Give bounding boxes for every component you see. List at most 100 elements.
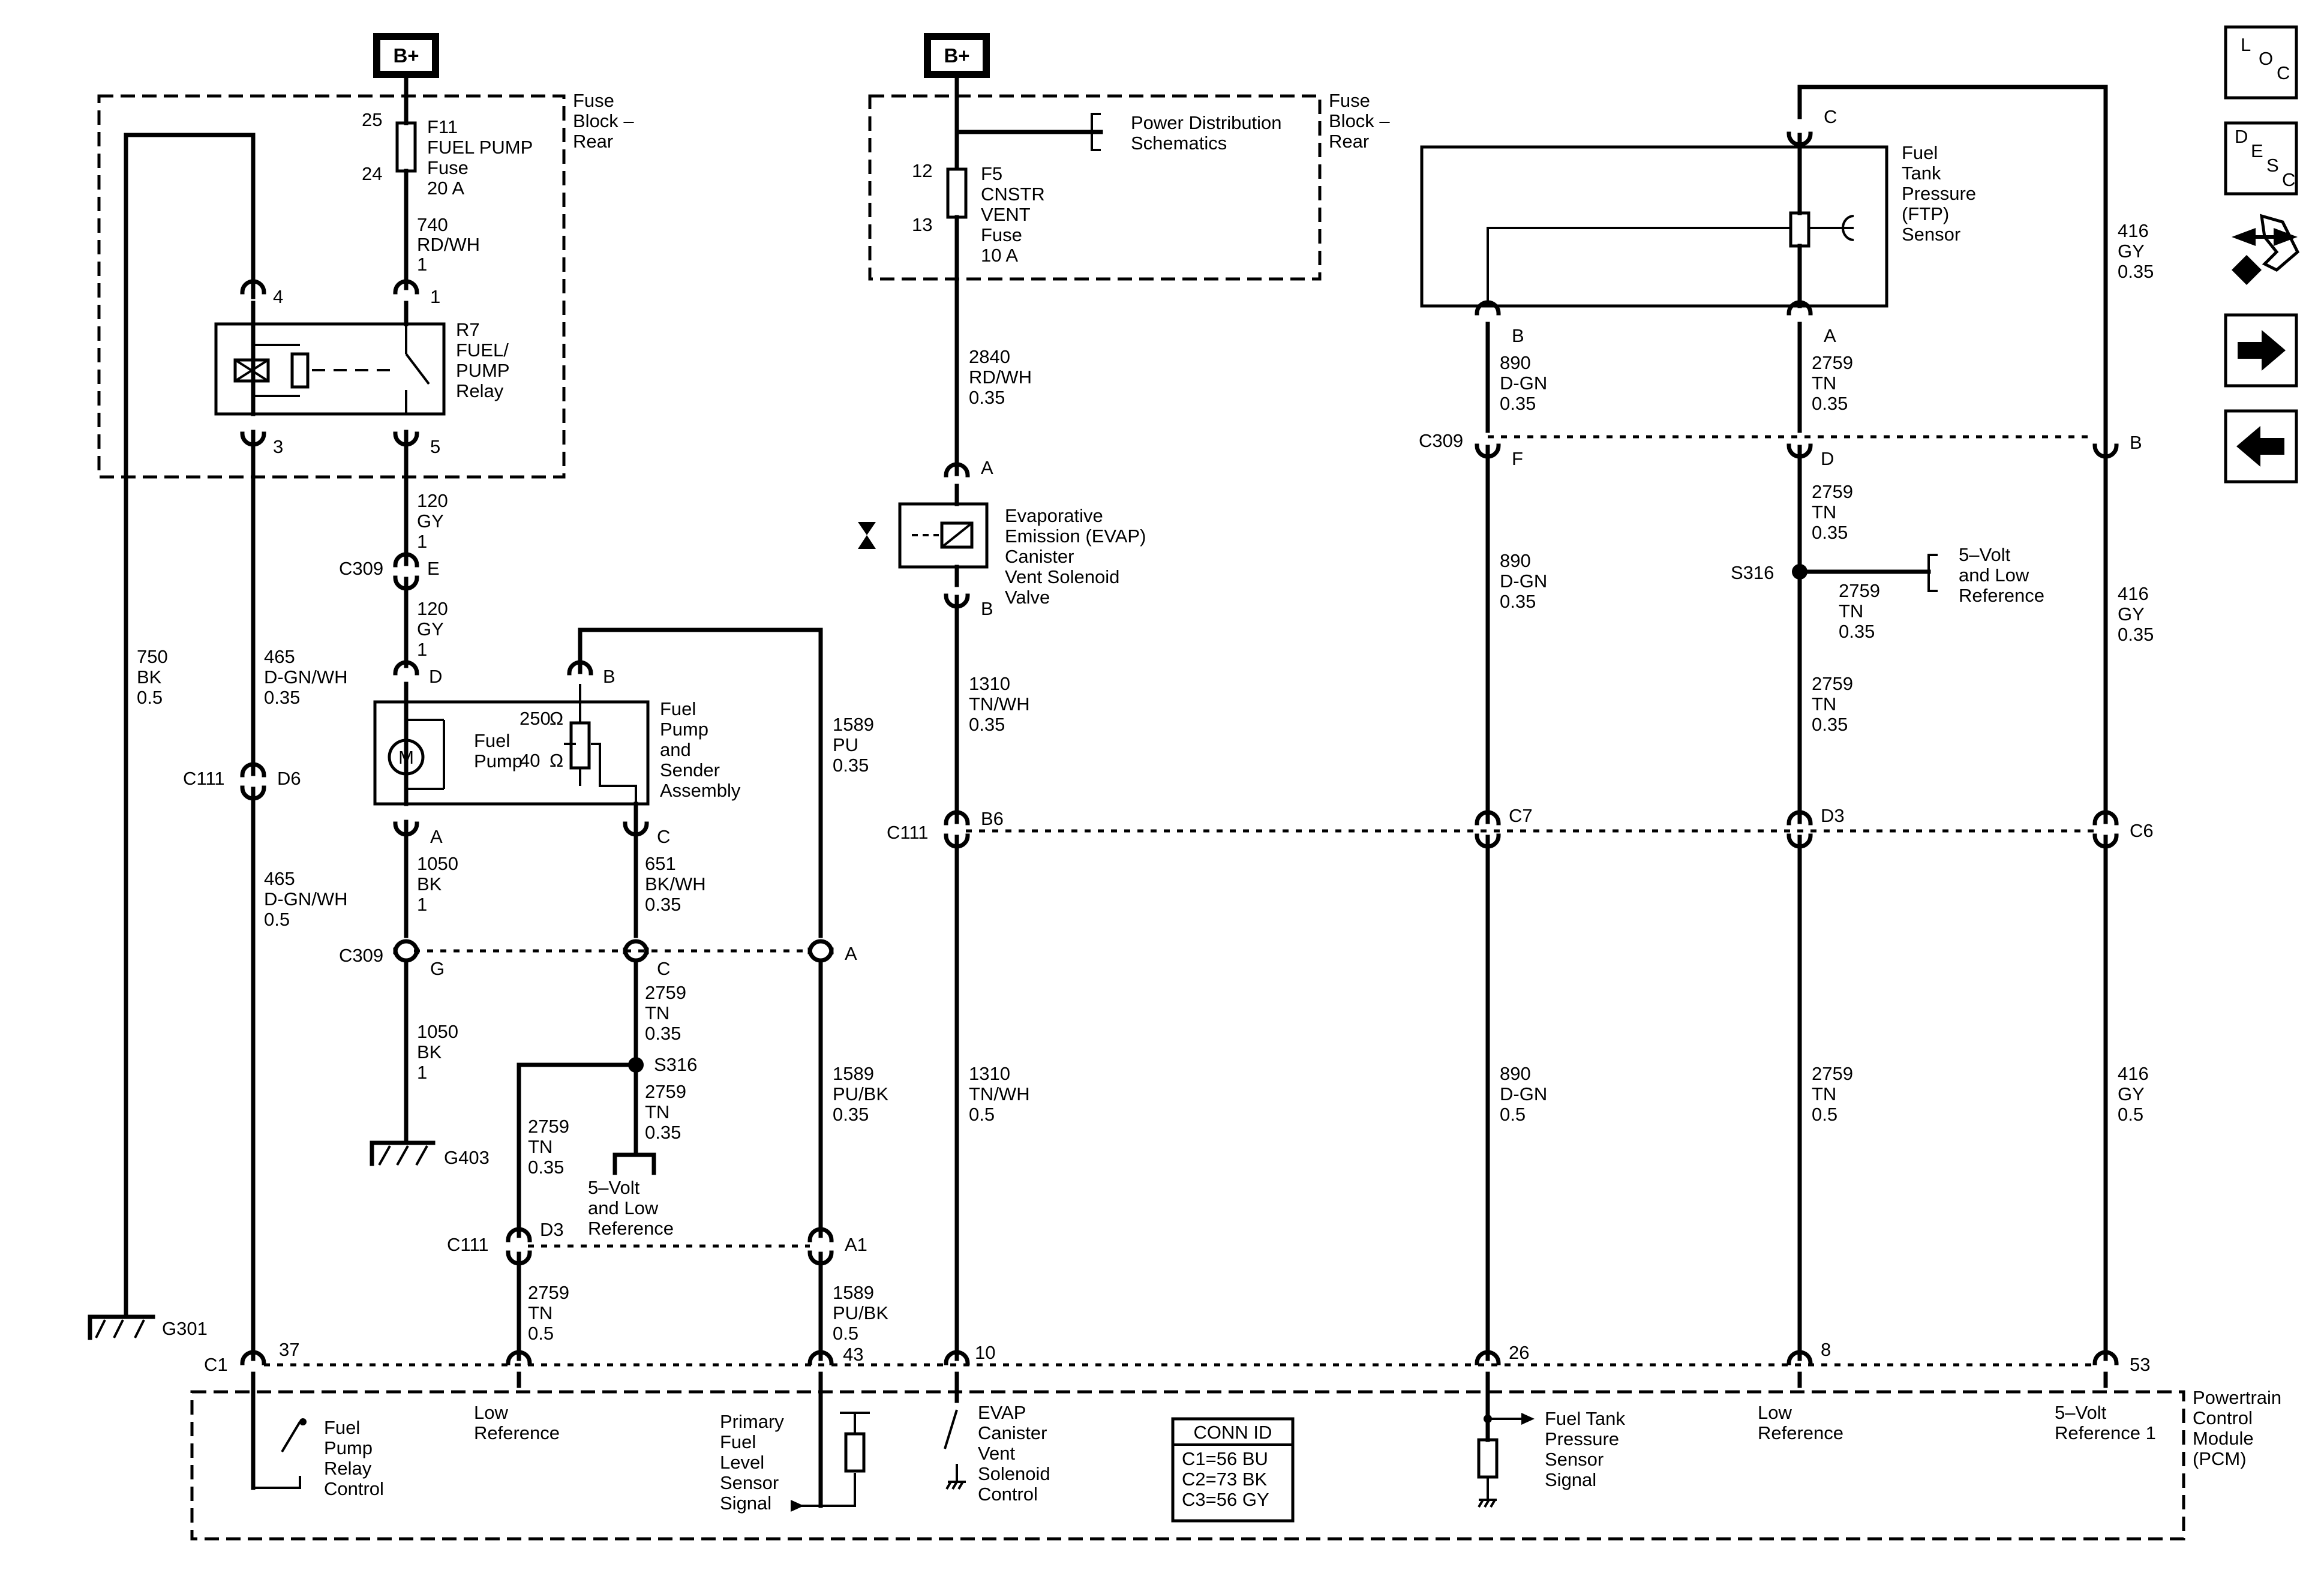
diagnostic-tool-button[interactable] [2232, 214, 2300, 285]
desc-letter-e: E [2251, 140, 2263, 161]
svg-text:Reference: Reference [474, 1422, 560, 1443]
svg-text:F5: F5 [981, 163, 1002, 184]
svg-text:A: A [1824, 325, 1836, 346]
svg-text:Pressure: Pressure [1902, 183, 1976, 204]
svg-text:B: B [1512, 325, 1524, 346]
svg-text:PU: PU [833, 734, 858, 755]
svg-text:Schematics: Schematics [1131, 133, 1227, 154]
svg-text:13: 13 [912, 214, 932, 235]
svg-text:Reference: Reference [588, 1218, 674, 1239]
svg-text:1: 1 [417, 531, 427, 552]
svg-text:0.5: 0.5 [2118, 1104, 2143, 1125]
svg-text:0.35: 0.35 [264, 687, 300, 708]
svg-text:2759: 2759 [1839, 580, 1880, 601]
svg-text:Fuel Tank: Fuel Tank [1545, 1408, 1625, 1429]
wire-651: 651 BK/WH 0.35 C 2759 TN 0.35 S316 2759 … [447, 819, 706, 1361]
fuse-block-center: Fuse Block – Rear [868, 90, 1390, 281]
b-plus-center: B+ [924, 33, 990, 78]
svg-text:TN: TN [1812, 502, 1836, 523]
b-plus-left: B+ [373, 33, 439, 78]
svg-text:B: B [603, 666, 615, 687]
loc-button[interactable]: L O C [2224, 25, 2298, 100]
svg-text:1: 1 [417, 894, 427, 915]
svg-text:C1: C1 [204, 1354, 228, 1375]
svg-text:GY: GY [2118, 241, 2145, 262]
svg-text:Vent Solenoid: Vent Solenoid [1005, 566, 1119, 587]
svg-text:BK: BK [417, 873, 442, 894]
svg-text:120: 120 [417, 490, 448, 511]
svg-text:4: 4 [273, 286, 283, 307]
ground-g301: G301 [88, 1314, 208, 1340]
svg-text:B: B [981, 598, 993, 619]
svg-text:RD/WH: RD/WH [417, 234, 480, 255]
svg-text:PU/BK: PU/BK [833, 1083, 888, 1104]
svg-text:(FTP): (FTP) [1902, 203, 1949, 224]
svg-text:2759: 2759 [1812, 352, 1853, 373]
svg-text:0.5: 0.5 [528, 1323, 554, 1344]
svg-text:D3: D3 [1821, 805, 1845, 826]
svg-text:Fuse: Fuse [573, 90, 614, 111]
loc-letter-o: O [2259, 48, 2273, 69]
svg-text:CONN ID: CONN ID [1194, 1422, 1272, 1443]
svg-text:1: 1 [417, 639, 427, 660]
fuse-block-left: Fuse Block – Rear [97, 90, 634, 479]
svg-text:Canister: Canister [978, 1422, 1047, 1443]
svg-text:0.35: 0.35 [1812, 522, 1848, 543]
svg-text:Control: Control [2193, 1407, 2253, 1428]
svg-text:890: 890 [1500, 1063, 1531, 1084]
svg-text:0.35: 0.35 [833, 755, 869, 776]
svg-text:and Low: and Low [1959, 565, 2029, 586]
svg-text:C1=56 BU: C1=56 BU [1182, 1448, 1268, 1469]
svg-text:Fuel: Fuel [1902, 142, 1938, 163]
svg-text:R7: R7 [456, 319, 480, 340]
wire-465: 465 D-GN/WH 0.35 C111 D6 465 D-GN/WH 0.5 [183, 430, 347, 1361]
svg-text:F: F [1512, 448, 1523, 469]
svg-text:Fuse: Fuse [427, 157, 469, 178]
svg-text:0.35: 0.35 [1839, 621, 1875, 642]
svg-text:1589: 1589 [833, 1282, 874, 1303]
desc-button[interactable]: D E S C [2224, 121, 2298, 196]
svg-text:F11: F11 [427, 116, 458, 137]
svg-text:Fuel: Fuel [660, 698, 696, 719]
svg-text:Pump: Pump [324, 1437, 373, 1458]
svg-text:1589: 1589 [833, 714, 874, 735]
svg-text:D-GN: D-GN [1500, 373, 1547, 394]
svg-text:8: 8 [1821, 1339, 1831, 1360]
arrow-left-icon [2236, 426, 2284, 467]
svg-text:24: 24 [362, 163, 382, 184]
svg-text:1310: 1310 [969, 1063, 1010, 1084]
svg-text:TN: TN [528, 1302, 553, 1323]
svg-text:416: 416 [2118, 220, 2149, 241]
svg-text:Relay: Relay [456, 380, 504, 401]
conn-id-table: CONN ID C1=56 BU C2=73 BK C3=56 GY [1171, 1417, 1295, 1523]
previous-button[interactable] [2224, 409, 2298, 484]
svg-text:and: and [660, 739, 691, 760]
svg-text:Sensor: Sensor [1545, 1449, 1604, 1470]
svg-text:Canister: Canister [1005, 546, 1074, 567]
svg-text:5–Volt: 5–Volt [1959, 544, 2011, 565]
svg-text:CNSTR: CNSTR [981, 184, 1045, 205]
fuel-pump-sender-assembly: D B M Fuel Pump 250 Ω 40 Ω A C Fuel Pump… [373, 662, 741, 847]
next-button[interactable] [2224, 313, 2298, 388]
svg-text:E: E [427, 558, 440, 579]
desc-letter-c: C [2282, 169, 2295, 190]
svg-text:0.35: 0.35 [969, 714, 1005, 735]
svg-text:0.35: 0.35 [969, 387, 1005, 408]
svg-text:C6: C6 [2130, 820, 2154, 841]
svg-text:C309: C309 [339, 945, 383, 966]
c1-connector: C1 37 43 10 26 8 53 [204, 1339, 2150, 1375]
svg-text:12: 12 [912, 160, 932, 181]
svg-text:2759: 2759 [528, 1116, 569, 1137]
svg-text:Assembly: Assembly [660, 780, 741, 801]
svg-text:Powertrain: Powertrain [2193, 1387, 2281, 1408]
svg-text:D: D [429, 666, 442, 687]
svg-text:740: 740 [417, 214, 448, 235]
svg-text:EVAP: EVAP [978, 1402, 1026, 1423]
tool-icon [2232, 214, 2300, 285]
svg-text:1: 1 [417, 1062, 427, 1083]
svg-text:40: 40 [520, 750, 540, 771]
svg-text:TN: TN [1812, 1083, 1836, 1104]
svg-text:C: C [657, 826, 670, 847]
svg-text:G: G [430, 958, 445, 979]
